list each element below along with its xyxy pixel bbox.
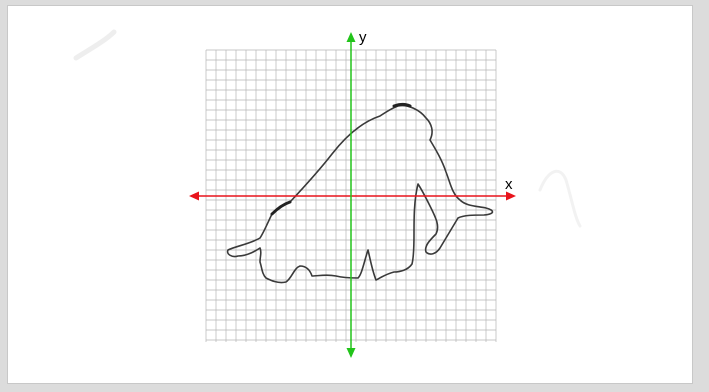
drawing-canvas	[7, 5, 693, 384]
outline-thick-segment-shoulder	[392, 103, 412, 108]
y-axis	[346, 32, 356, 358]
x-axis	[189, 191, 516, 201]
y-axis-label: y	[359, 29, 367, 46]
x-axis-right-arrow-icon	[506, 191, 516, 201]
figure-outline	[226, 104, 494, 284]
x-axis-left-arrow-icon	[189, 191, 199, 201]
smudge-mark-right	[538, 169, 582, 228]
x-axis-label: x	[505, 176, 513, 193]
smudge-mark-left	[73, 29, 117, 61]
y-axis-bottom-arrow-icon	[346, 348, 356, 358]
outline-thick-segment-back	[270, 200, 292, 216]
y-axis-top-arrow-icon	[346, 32, 356, 42]
